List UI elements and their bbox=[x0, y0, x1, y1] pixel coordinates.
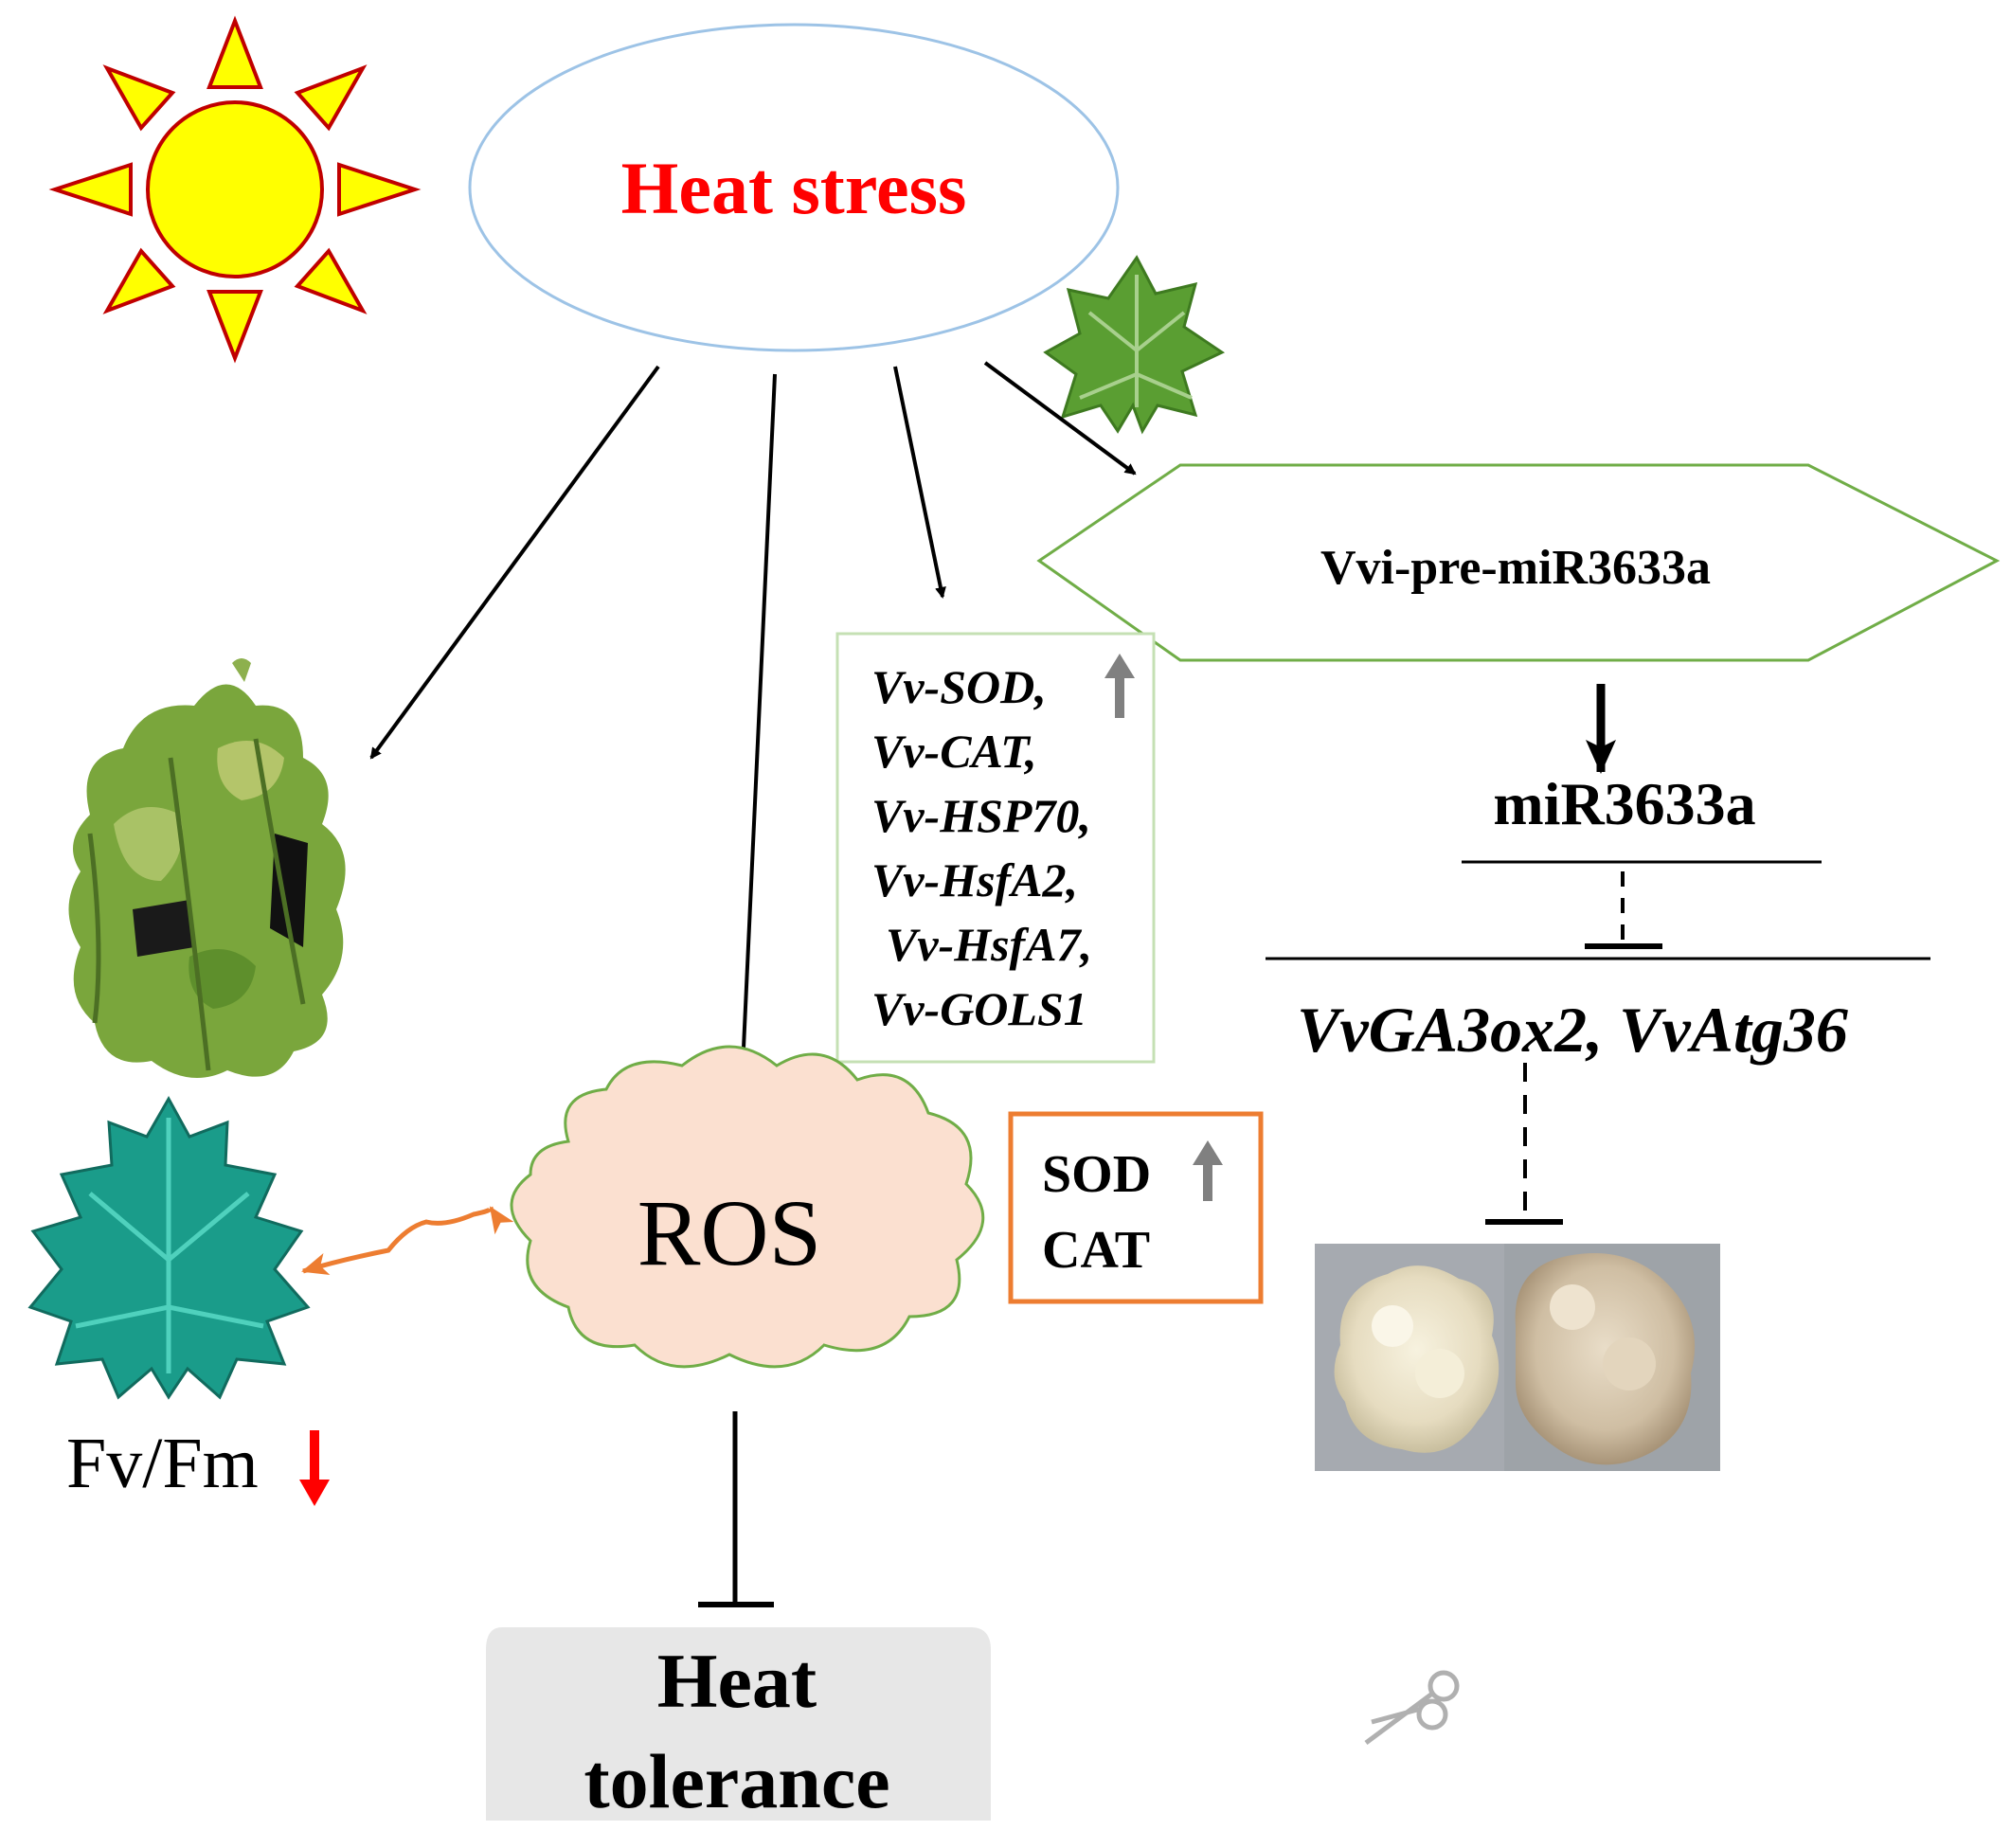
arrow-to-pre-mirna bbox=[983, 361, 1137, 475]
gene-item-hsp70: Vv-HSP70, bbox=[871, 789, 1091, 842]
gene-item-hsfa2: Vv-HsfA2, bbox=[871, 853, 1078, 906]
down-arrow-icon bbox=[299, 1430, 330, 1506]
grape-leaf-icon bbox=[1043, 255, 1226, 435]
teal-leaf-image bbox=[27, 1095, 311, 1400]
sun-icon bbox=[48, 15, 422, 364]
gene-item-sod: Vv-SOD, bbox=[871, 660, 1047, 713]
arrow-to-genes bbox=[893, 366, 946, 599]
leaf-ros-double-arrow bbox=[301, 1206, 514, 1276]
up-arrow-icon bbox=[1104, 654, 1135, 718]
targets-label: VvGA3ox2, VvAtg36 bbox=[1297, 994, 1848, 1066]
scissors-icon bbox=[1364, 1670, 1460, 1746]
plant-photo bbox=[68, 658, 346, 1078]
gene-box: Vv-SOD, Vv-CAT, Vv-HSP70, Vv-HsfA2, Vv-H… bbox=[835, 632, 1156, 1064]
callus-photo bbox=[1315, 1244, 1720, 1471]
heat-tolerance-node: Heat tolerance bbox=[486, 1627, 991, 1824]
pre-mirna-label: Vvi-pre-miR3633a bbox=[1320, 541, 1711, 595]
enzyme-item-cat: CAT bbox=[1042, 1221, 1150, 1280]
mirna-label: miR3633a bbox=[1493, 770, 1755, 837]
enzyme-box: SOD CAT bbox=[1008, 1111, 1264, 1304]
ros-label: ROS bbox=[637, 1180, 822, 1285]
pre-mirna-node: Vvi-pre-miR3633a bbox=[1036, 463, 2001, 662]
heat-stress-label: Heat stress bbox=[621, 147, 967, 229]
gene-item-cat: Vv-CAT, bbox=[871, 725, 1037, 778]
heat-tolerance-line1: Heat bbox=[657, 1638, 817, 1724]
arrow-to-ros bbox=[737, 373, 777, 1070]
gene-item-gols1: Vv-GOLS1 bbox=[871, 982, 1087, 1035]
heat-tolerance-line2: tolerance bbox=[584, 1738, 889, 1824]
arrow-to-plant bbox=[369, 365, 660, 760]
up-arrow-icon bbox=[1193, 1140, 1223, 1201]
heat-stress-node: Heat stress bbox=[468, 23, 1120, 352]
fvfm-label: Fv/Fm bbox=[66, 1424, 259, 1503]
gene-item-hsfa7: Vv-HsfA7, bbox=[886, 918, 1092, 971]
ros-cloud: ROS bbox=[510, 1045, 985, 1369]
enzyme-item-sod: SOD bbox=[1042, 1145, 1151, 1204]
